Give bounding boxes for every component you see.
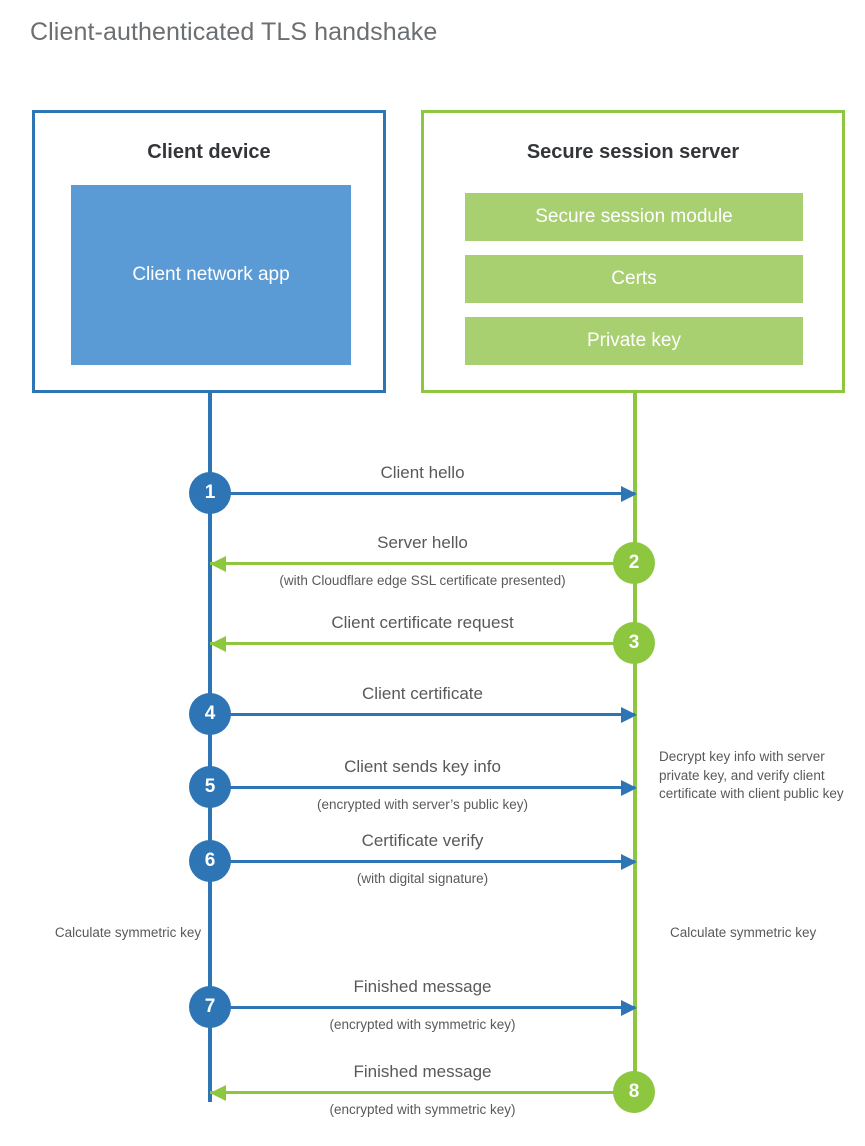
secure-session-server-title: Secure session server [526,141,740,163]
step-badge-6: 6 [189,840,231,882]
client-lifeline [208,391,212,1102]
message-arrow-line [210,860,635,863]
arrowhead-right-icon [621,854,637,870]
message-arrow-line [210,562,635,565]
message-sublabel: (with digital signature) [356,871,489,886]
server-module-secure-session-module: Secure session module [465,193,803,241]
step-badge-2: 2 [613,542,655,584]
arrowhead-right-icon [621,780,637,796]
message-label: Certificate verify [361,831,484,850]
message-arrow-line [210,1006,635,1009]
server-module-private-key: Private key [465,317,803,365]
message-sublabel: (encrypted with symmetric key) [329,1102,516,1117]
message-arrow-line [210,1091,635,1094]
client-device-title: Client device [147,141,271,163]
page-title: Client-authenticated TLS handshake [30,18,438,46]
server-calculate-symmetric-key-note: Calculate symmetric key [670,925,817,940]
message-label: Client certificate request [331,613,514,632]
message-sublabel: (encrypted with server’s public key) [316,797,529,812]
server-decrypt-note: Decrypt key info with server private key… [659,749,844,802]
arrowhead-left-icon [210,1085,226,1101]
arrowhead-right-icon [621,486,637,502]
client-calculate-symmetric-key-note: Calculate symmetric key [54,925,202,940]
message-label: Server hello [377,533,468,552]
message-label: Finished message [353,977,492,996]
message-label: Client sends key info [344,757,501,776]
arrowhead-right-icon [621,707,637,723]
secure-session-server-box: Secure session server Secure session mod… [421,110,845,393]
step-badge-4: 4 [189,693,231,735]
message-sublabel: (with Cloudflare edge SSL certificate pr… [279,573,566,588]
message-label: Finished message [353,1062,492,1081]
step-badge-3: 3 [613,622,655,664]
message-arrow-line [210,713,635,716]
message-arrow-line [210,642,635,645]
step-badge-8: 8 [613,1071,655,1113]
client-device-box: Client device Client network app [32,110,386,393]
arrowhead-left-icon [210,636,226,652]
step-badge-7: 7 [189,986,231,1028]
step-badge-5: 5 [189,766,231,808]
arrowhead-right-icon [621,1000,637,1016]
message-label: Client hello [380,463,465,482]
server-lifeline [633,391,637,1092]
message-sublabel: (encrypted with symmetric key) [329,1017,516,1032]
message-label: Client certificate [362,684,483,703]
arrowhead-left-icon [210,556,226,572]
client-network-app: Client network app [71,185,351,365]
step-badge-1: 1 [189,472,231,514]
message-arrow-line [210,786,635,789]
server-module-certs: Certs [465,255,803,303]
message-arrow-line [210,492,635,495]
